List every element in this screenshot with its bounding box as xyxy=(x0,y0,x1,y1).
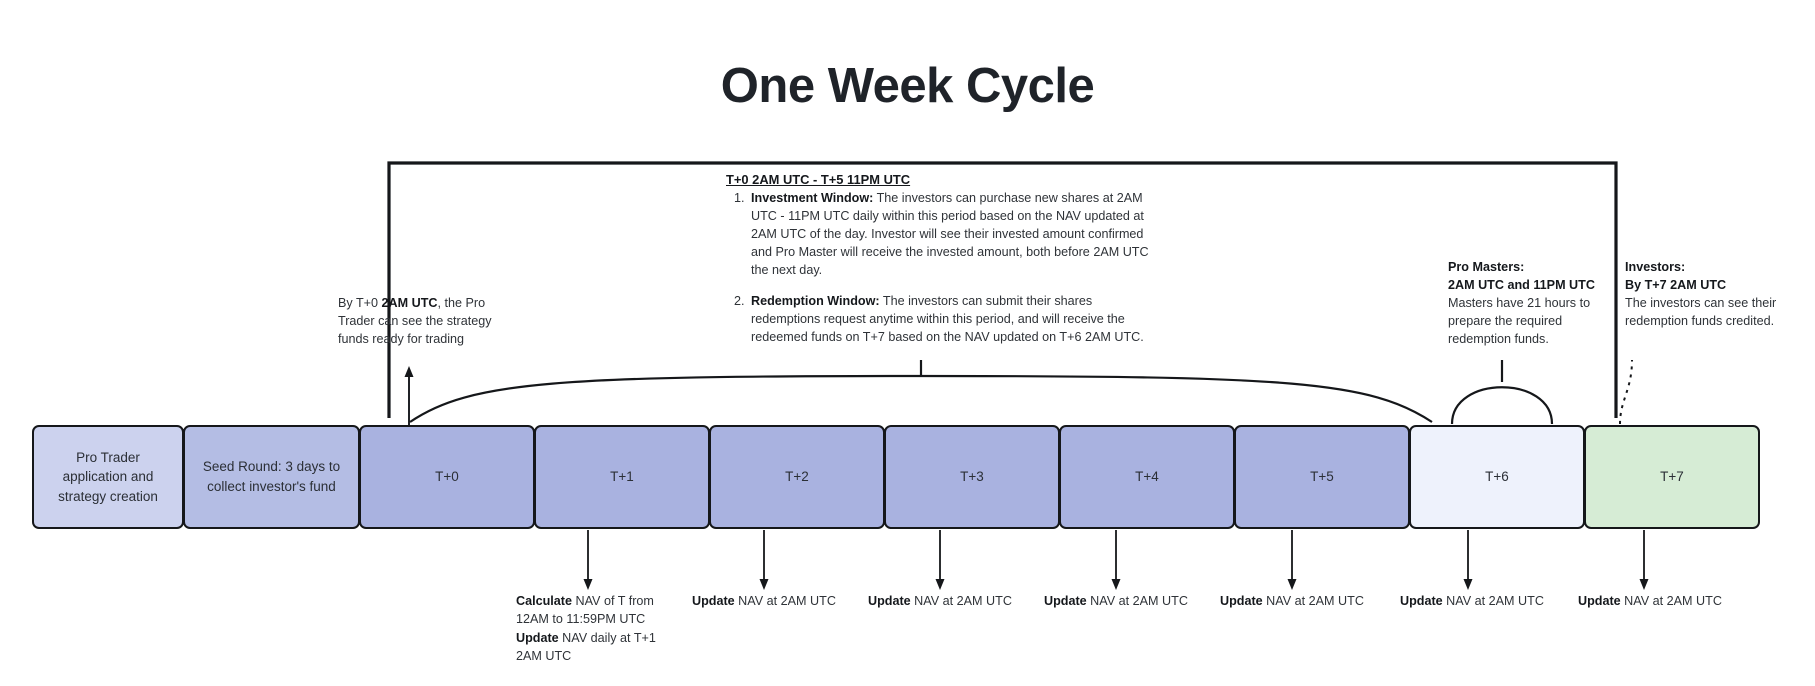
nav-label-text: NAV at 2AM UTC xyxy=(1442,594,1544,608)
pro-trader-note: By T+0 2AM UTC, the Pro Trader can see t… xyxy=(338,295,513,349)
nav-label-text: NAV at 2AM UTC xyxy=(1620,594,1722,608)
nav-label-bold: Update xyxy=(1400,594,1443,608)
nav-label-bold: Calculate xyxy=(516,594,572,608)
timeline-box-label: Pro Trader application and xyxy=(62,449,154,485)
timeline-box-t-plus-3[interactable]: T+3 xyxy=(884,425,1060,529)
window-callout: T+0 2AM UTC - T+5 11PM UTC Investment Wi… xyxy=(726,172,1151,347)
nav-label-bold: Update xyxy=(868,594,911,608)
timeline-box-label: T+2 xyxy=(785,469,809,485)
nav-label-line: Update NAV at 2AM UTC xyxy=(1220,592,1370,610)
timeline-box-label: T+6 xyxy=(1485,469,1509,485)
nav-label-line: 12AM to 11:59PM UTC xyxy=(516,610,666,628)
window-callout-list: Investment Window: The investors can pur… xyxy=(726,190,1151,347)
timeline-box-t-plus-1[interactable]: T+1 xyxy=(534,425,710,529)
nav-label-text: 12AM to 11:59PM UTC xyxy=(516,612,646,627)
redemption-window-term: Redemption Window: xyxy=(751,294,880,309)
nav-label-line: Calculate NAV of T from xyxy=(516,592,666,610)
investors-note-body: The investors can see their redemption f… xyxy=(1625,295,1777,328)
investors-note-title: Investors: xyxy=(1625,260,1686,274)
nav-arrowheads xyxy=(583,579,1649,590)
nav-label-text: NAV daily at T+1 xyxy=(558,630,656,645)
nav-t0-label: Calculate NAV of T from 12AM to 11:59PM U… xyxy=(516,592,666,665)
timeline-box-label: T+1 xyxy=(610,469,634,485)
nav-label-bold: Update xyxy=(692,594,735,608)
timeline-box-label: T+0 xyxy=(435,469,459,485)
pro-trader-note-prefix: By T+0 xyxy=(338,296,382,310)
investment-window-item: Investment Window: The investors can pur… xyxy=(748,190,1151,279)
timeline-box-label-wrap: Seed Round: 3 days to collect investor's … xyxy=(203,457,340,496)
nav-label-line: Update NAV daily at T+1 xyxy=(516,629,666,647)
timeline-box-seed-round[interactable]: Seed Round: 3 days to collect investor's … xyxy=(183,425,360,529)
timeline-track: Pro Trader application and strategy creat… xyxy=(32,425,1760,529)
timeline-box-label: strategy creation xyxy=(58,488,158,504)
pro-masters-note-time: 2AM UTC and 11PM UTC xyxy=(1448,277,1595,292)
nav-label-line: Update NAV at 2AM UTC xyxy=(692,592,842,610)
nav-t3-label: Update NAV at 2AM UTC xyxy=(1044,592,1194,610)
timeline-box-label: T+4 xyxy=(1135,469,1159,485)
nav-label-text: NAV of T from xyxy=(572,594,654,608)
t6-arch xyxy=(1450,360,1554,425)
timeline-box-label-wrap: Pro Trader application and strategy creat… xyxy=(42,448,174,507)
nav-label-text: 2AM UTC xyxy=(516,648,572,663)
nav-t4-label: Update NAV at 2AM UTC xyxy=(1220,592,1370,610)
nav-t5-label: Update NAV at 2AM UTC xyxy=(1400,592,1550,610)
nav-label-bold: Update xyxy=(1220,594,1263,608)
nav-label-line: Update NAV at 2AM UTC xyxy=(1578,592,1728,610)
timeline-box-t-plus-4[interactable]: T+4 xyxy=(1059,425,1235,529)
nav-t1-label: Update NAV at 2AM UTC xyxy=(692,592,842,610)
window-callout-header: T+0 2AM UTC - T+5 11PM UTC xyxy=(726,172,911,187)
timeline-box-t-plus-7[interactable]: T+7 xyxy=(1584,425,1760,529)
nav-label-text: NAV at 2AM UTC xyxy=(910,594,1012,608)
timeline-box-t-plus-0[interactable]: T+0 xyxy=(359,425,535,529)
nav-label-bold: Update xyxy=(516,630,559,645)
nav-label-text: NAV at 2AM UTC xyxy=(734,594,836,608)
page-title: One Week Cycle xyxy=(720,59,1095,113)
nav-arrows xyxy=(587,530,1645,583)
investors-dotted-connector xyxy=(1619,359,1633,425)
nav-label-line: Update NAV at 2AM UTC xyxy=(1044,592,1194,610)
nav-label-bold: Update xyxy=(1578,594,1621,608)
pro-masters-note-body: Masters have 21 hours to prepare the req… xyxy=(1448,295,1591,346)
timeline-box-t-plus-6[interactable]: T+6 xyxy=(1409,425,1585,529)
nav-label-line: Update NAV at 2AM UTC xyxy=(868,592,1018,610)
investors-note: Investors: By T+7 2AM UTC The investors … xyxy=(1625,259,1785,331)
pro-masters-note: Pro Masters: 2AM UTC and 11PM UTC Master… xyxy=(1448,259,1608,348)
nav-label-line: Update NAV at 2AM UTC xyxy=(1400,592,1550,610)
investment-window-body: The investors can purchase new shares at… xyxy=(751,191,1149,277)
timeline-box-t-plus-2[interactable]: T+2 xyxy=(709,425,885,529)
nav-t6-label: Update NAV at 2AM UTC xyxy=(1578,592,1728,610)
window-brace xyxy=(409,360,1433,423)
pro-trader-note-suffix: , the Pro Trader can see the strategy fu… xyxy=(338,296,492,346)
nav-label-text: NAV at 2AM UTC xyxy=(1086,594,1188,608)
nav-t2-label: Update NAV at 2AM UTC xyxy=(868,592,1018,610)
timeline-box-label: T+3 xyxy=(960,469,984,485)
nav-label-bold: Update xyxy=(1044,594,1087,608)
redemption-window-item: Redemption Window: The investors can sub… xyxy=(748,293,1151,347)
nav-label-line: 2AM UTC xyxy=(516,647,666,665)
investors-note-time: By T+7 2AM UTC xyxy=(1625,277,1727,292)
timeline-box-label: T+7 xyxy=(1660,469,1684,485)
t0-up-arrowhead xyxy=(404,366,414,377)
redemption-window-body: The investors can submit their shares re… xyxy=(751,294,1144,345)
timeline-box-t-plus-5[interactable]: T+5 xyxy=(1234,425,1410,529)
timeline-box-pro-trader-application[interactable]: Pro Trader application and strategy creat… xyxy=(32,425,184,529)
pro-trader-note-bold: 2AM UTC xyxy=(381,296,438,310)
timeline-box-label: T+5 xyxy=(1310,469,1334,485)
pro-masters-note-title: Pro Masters: xyxy=(1448,260,1525,274)
investment-window-term: Investment Window: xyxy=(751,191,874,205)
nav-label-text: NAV at 2AM UTC xyxy=(1262,594,1364,608)
timeline-box-label: collect investor's fund xyxy=(207,479,336,494)
timeline-box-label: Seed Round: 3 days to xyxy=(202,459,341,475)
